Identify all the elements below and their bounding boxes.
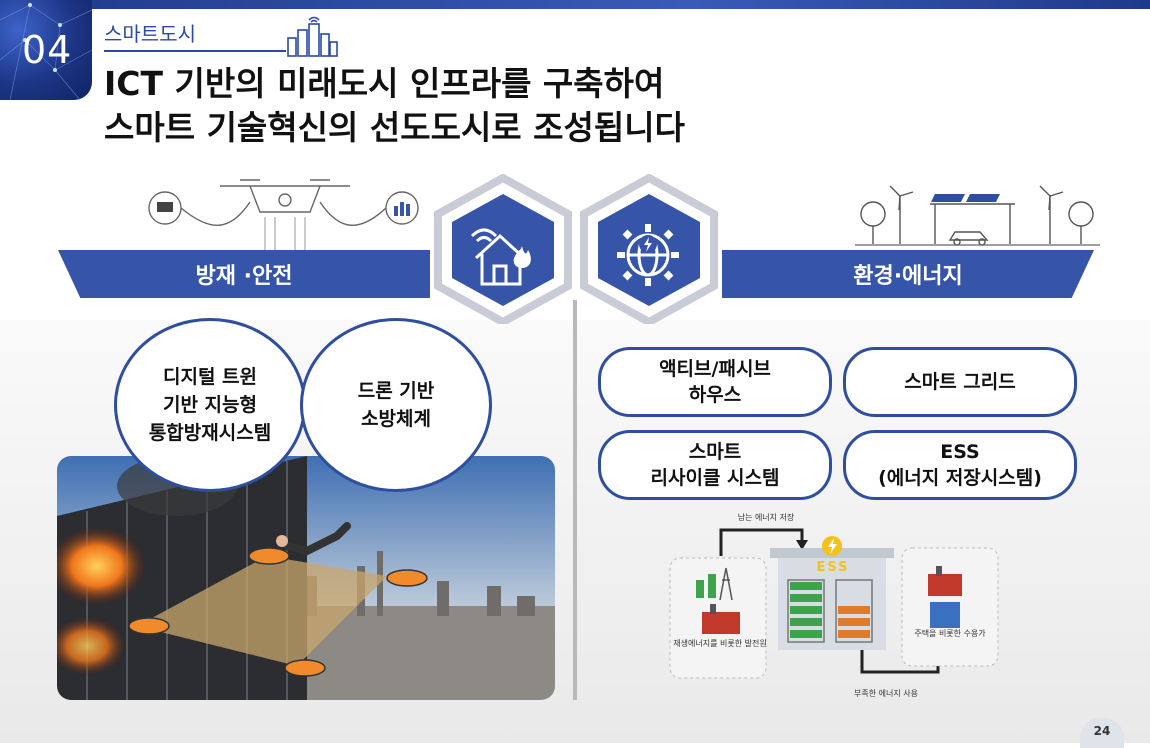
circle-drone-firefighting: 드론 기반 소방체계 <box>300 318 492 492</box>
ess-left-caption: 재생에너지를 비롯한 발전원 <box>673 639 767 648</box>
section-underline <box>104 50 286 52</box>
title-line-1: ICT 기반의 미래도시 인프라를 구축하여 <box>104 64 665 103</box>
title-line-2: 스마트 기술혁신의 선도도시로 조성됩니다 <box>104 108 685 147</box>
ess-right-caption: 주택을 비롯한 수용가 <box>914 629 986 638</box>
circle-line: 소방체계 <box>361 408 431 430</box>
page-title: ICT 기반의 미래도시 인프라를 구축하여 스마트 기술혁신의 선도도시로 조… <box>104 62 685 150</box>
pill-active-passive-house: 액티브/패시브 하우스 <box>598 347 832 417</box>
banner-environment-energy: 환경·에너지 <box>722 250 1094 298</box>
pill-line: 스마트 그리드 <box>904 371 1016 393</box>
pill-line: 하우스 <box>688 384 742 406</box>
ess-center-label: ESS <box>816 560 850 575</box>
page-number: 24 <box>1080 718 1124 748</box>
section-label: 스마트도시 <box>104 22 196 46</box>
ess-diagram <box>669 528 999 679</box>
solar-wind-landscape-icon <box>855 185 1100 246</box>
top-accent-bar <box>0 0 1150 9</box>
house-fire-wifi-icon <box>470 228 531 286</box>
pill-smart-grid: 스마트 그리드 <box>843 347 1077 417</box>
circle-digital-twin-disaster-system: 디지털 트윈 기반 지능형 통합방재시스템 <box>114 318 306 492</box>
section-number: 04 <box>22 28 73 72</box>
pill-line: ESS <box>940 441 980 463</box>
drone-rescue-photo <box>57 456 555 700</box>
pill-smart-recycle-system: 스마트 리사이클 시스템 <box>598 430 832 500</box>
circle-line: 디지털 트윈 <box>162 366 257 388</box>
pill-ess: ESS (에너지 저장시스템) <box>843 430 1077 500</box>
center-divider <box>573 300 577 700</box>
section-number-badge <box>0 0 92 100</box>
ess-top-label: 남는 에너지 저장 <box>737 513 795 522</box>
banner-disaster-safety: 방재 ·안전 <box>58 250 430 298</box>
drone-icon <box>148 179 419 250</box>
circle-line: 기반 지능형 <box>162 394 257 416</box>
pill-line: 스마트 <box>688 441 742 463</box>
energy-gear-globe-icon <box>617 224 679 286</box>
pill-line: (에너지 저장시스템) <box>878 467 1042 489</box>
ess-bottom-label: 부족한 에너지 사용 <box>854 689 918 698</box>
smart-city-icon <box>287 16 338 57</box>
circle-line: 드론 기반 <box>357 380 435 402</box>
pill-line: 리사이클 시스템 <box>650 467 780 489</box>
pill-line: 액티브/패시브 <box>659 358 771 380</box>
circle-line: 통합방재시스템 <box>148 422 272 444</box>
